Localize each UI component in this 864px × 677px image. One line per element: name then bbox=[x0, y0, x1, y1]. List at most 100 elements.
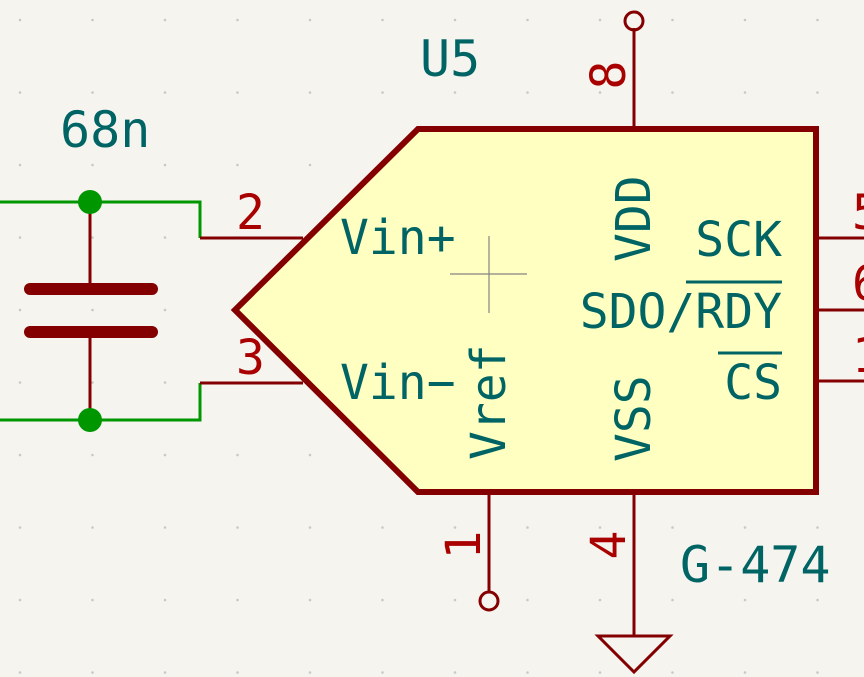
pin-number-8: 8 bbox=[581, 61, 637, 90]
pin-number-3: 3 bbox=[236, 330, 265, 386]
component-body-u5[interactable] bbox=[230, 126, 819, 495]
grid-dot bbox=[18, 598, 22, 602]
grid-dot bbox=[816, 598, 819, 602]
capacitor-value: 68n bbox=[60, 101, 150, 159]
grid-dot bbox=[743, 18, 747, 22]
grid-dot bbox=[163, 671, 167, 674]
grid-dot bbox=[308, 91, 312, 94]
pin-name-sck: SCK bbox=[695, 212, 782, 268]
grid-dot bbox=[163, 236, 167, 239]
grid-dot bbox=[743, 526, 747, 529]
grid-dot bbox=[163, 598, 167, 602]
grid-dot bbox=[91, 598, 94, 602]
grid-dot bbox=[308, 453, 312, 457]
grid-dot bbox=[91, 526, 94, 529]
grid-dot bbox=[91, 381, 94, 384]
grid-dot bbox=[526, 598, 529, 602]
grid-dot bbox=[598, 671, 602, 674]
pin-name-vref: Vref bbox=[461, 344, 517, 460]
junction-dot-bottom bbox=[78, 408, 102, 432]
grid-dot bbox=[308, 18, 312, 22]
grid-dot bbox=[598, 526, 602, 529]
junction-dot-top bbox=[78, 190, 102, 214]
ground-symbol[interactable] bbox=[594, 634, 674, 675]
pin-name-vss: VSS bbox=[606, 375, 662, 462]
grid-dot bbox=[671, 671, 674, 674]
grid-dot bbox=[671, 598, 674, 602]
grid-dot bbox=[526, 91, 529, 94]
pin-number-4: 4 bbox=[581, 531, 637, 560]
grid-dot bbox=[381, 18, 384, 22]
overbars bbox=[686, 280, 782, 355]
grid-dot bbox=[671, 91, 674, 94]
grid-dot bbox=[453, 598, 457, 602]
pin-numbers: 2 3 8 1 4 5 6 1 bbox=[236, 61, 864, 560]
grid-dot bbox=[18, 18, 22, 22]
grid-dot bbox=[308, 598, 312, 602]
grid-dot bbox=[453, 671, 457, 674]
grid-dot bbox=[816, 526, 819, 529]
no-connect-pin-1 bbox=[478, 590, 500, 612]
wire-vin-minus[interactable] bbox=[0, 383, 202, 422]
grid-dot bbox=[236, 163, 239, 167]
pin-names: Vin+ Vin− Vref VDD VSS SCK SDO/RDY CS bbox=[340, 175, 782, 462]
grid-dot bbox=[743, 671, 747, 674]
grid-dot bbox=[236, 526, 239, 529]
grid-dot bbox=[816, 671, 819, 674]
component-reference: U5 bbox=[420, 30, 480, 88]
grid-dot bbox=[18, 453, 22, 457]
anchor-crosshair bbox=[450, 236, 527, 313]
wire-vin-plus[interactable] bbox=[0, 200, 202, 238]
grid-dot bbox=[18, 308, 22, 312]
pin-name-vin-minus: Vin− bbox=[340, 355, 456, 411]
grid-dot bbox=[526, 526, 529, 529]
grid-dot bbox=[18, 526, 22, 529]
grid-dot bbox=[163, 163, 167, 167]
grid-dot bbox=[236, 671, 239, 674]
grid-dot bbox=[91, 236, 94, 239]
grid-dot bbox=[381, 671, 384, 674]
grid-dot bbox=[308, 526, 312, 529]
grid-dot bbox=[163, 453, 167, 457]
grid-dot bbox=[526, 18, 529, 22]
grid-dot bbox=[308, 671, 312, 674]
grid-dot bbox=[381, 526, 384, 529]
grid-dot bbox=[163, 381, 167, 384]
grid-dot bbox=[236, 91, 239, 94]
pin-name-sdo-prefix: SDO/ bbox=[580, 284, 696, 340]
grid-dot bbox=[453, 526, 457, 529]
pin-number-5: 5 bbox=[852, 185, 864, 241]
grid-dot bbox=[598, 18, 602, 22]
pin-number-2: 2 bbox=[236, 185, 265, 241]
grid-dot bbox=[381, 91, 384, 94]
no-connect-pin-8 bbox=[623, 10, 645, 32]
grid-dot bbox=[91, 91, 94, 94]
grid-dot bbox=[91, 453, 94, 457]
pin-number-6: 6 bbox=[852, 256, 864, 312]
grid-dot bbox=[598, 598, 602, 602]
grid-dot bbox=[163, 18, 167, 22]
grid-dot bbox=[308, 163, 312, 167]
grid-dot bbox=[91, 671, 94, 674]
grid-dot bbox=[18, 381, 22, 384]
grid-dot bbox=[236, 453, 239, 457]
grid-dot bbox=[236, 598, 239, 602]
grid-dot bbox=[526, 671, 529, 674]
capacitor-68n[interactable]: 68n bbox=[24, 101, 158, 420]
grid-dot bbox=[163, 526, 167, 529]
grid-dot bbox=[816, 91, 819, 94]
grid-dot bbox=[236, 18, 239, 22]
wires bbox=[0, 200, 202, 422]
pin-name-vdd: VDD bbox=[606, 175, 662, 262]
grid-dot bbox=[743, 91, 747, 94]
pin-number-1-cs: 1 bbox=[852, 328, 864, 384]
grid-dot bbox=[671, 18, 674, 22]
grid-dot bbox=[163, 91, 167, 94]
pin-name-sdo-rdy: SDO/RDY bbox=[580, 284, 782, 340]
grid-dot bbox=[18, 671, 22, 674]
grid-dot bbox=[91, 18, 94, 22]
component-value: G-474 bbox=[680, 536, 831, 594]
pins bbox=[200, 10, 864, 636]
grid-dot bbox=[18, 236, 22, 239]
